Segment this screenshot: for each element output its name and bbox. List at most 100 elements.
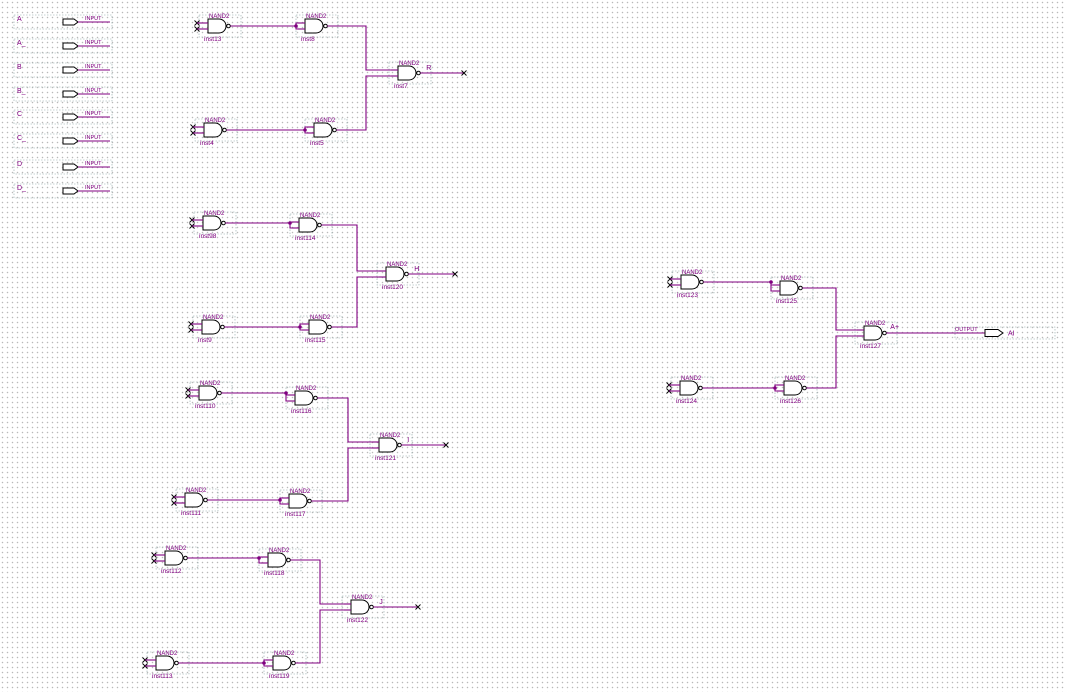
pin-frame xyxy=(13,38,113,54)
nand-body-icon xyxy=(779,280,799,296)
instance-label: inst124 xyxy=(676,398,697,405)
wire xyxy=(224,323,302,328)
junction-dot xyxy=(769,280,773,284)
instance-label: inst110 xyxy=(195,403,216,410)
nand-gate-inst122[interactable]: NAND2 inst122 xyxy=(341,595,385,624)
input-pin-icon xyxy=(62,66,79,74)
gate-frame xyxy=(193,211,237,235)
inversion-bubble-icon xyxy=(369,604,374,610)
pin-frame xyxy=(954,326,1056,340)
gate-frame xyxy=(369,433,413,457)
nand-body-icon xyxy=(272,655,292,671)
gate-frame xyxy=(376,262,420,286)
gate-type-label: NAND2 xyxy=(865,321,886,327)
wire xyxy=(178,659,266,664)
gate-type-label: NAND2 xyxy=(352,595,373,601)
wire xyxy=(230,22,298,27)
input-pin-icon xyxy=(62,42,79,50)
output-label: A+ xyxy=(890,324,899,331)
inversion-bubble-icon xyxy=(882,330,887,336)
gate-type-label: NAND2 xyxy=(209,14,230,20)
pin-frame xyxy=(13,133,113,149)
nand-gate-inst124[interactable]: NAND2 inst124 xyxy=(670,376,714,405)
input-pin-name: D_ xyxy=(17,185,26,192)
instance-label: inst121 xyxy=(375,455,396,462)
wire xyxy=(327,25,391,71)
output-label: I xyxy=(407,437,409,444)
input-pin-name: A xyxy=(17,16,22,23)
instance-label: inst119 xyxy=(269,673,290,680)
instance-label: inst5 xyxy=(310,140,324,147)
pin-frame xyxy=(13,14,113,30)
wire xyxy=(285,395,288,402)
inversion-bubble-icon xyxy=(698,385,703,391)
instance-label: inst127 xyxy=(860,343,881,350)
gate-type-label: NAND2 xyxy=(310,315,331,321)
instance-label: inst111 xyxy=(181,510,201,517)
nand-body-icon xyxy=(294,390,314,406)
instance-label: inst13 xyxy=(204,36,222,43)
inversion-bubble-icon xyxy=(798,285,803,291)
nand-body-icon xyxy=(202,215,222,231)
gate-type-label: NAND2 xyxy=(204,211,225,217)
pin-type-label: INPUT xyxy=(85,64,102,70)
junction-dot xyxy=(294,24,298,28)
nand-gate-inst127[interactable]: NAND2 inst127 xyxy=(854,321,898,350)
nand-body-icon xyxy=(203,122,223,138)
inversion-bubble-icon xyxy=(221,220,226,226)
junction-dot xyxy=(298,325,302,329)
nand-body-icon xyxy=(679,380,699,396)
gate-frame xyxy=(189,381,233,405)
gate-type-label: NAND2 xyxy=(681,376,702,382)
inversion-bubble-icon xyxy=(323,23,328,29)
inversion-bubble-icon xyxy=(307,498,312,504)
pin-frame xyxy=(13,183,113,199)
instance-label: inst9 xyxy=(198,337,212,344)
wire xyxy=(317,397,372,443)
junction-dot xyxy=(262,661,266,665)
instance-label: inst122 xyxy=(347,617,368,624)
nand-gate-inst13[interactable]: NAND2 inst13 xyxy=(198,14,242,43)
wire xyxy=(802,287,857,331)
instance-label: inst7 xyxy=(394,83,408,90)
inversion-bubble-icon xyxy=(332,127,337,133)
unconnected-icon xyxy=(443,442,449,448)
instance-label: inst114 xyxy=(295,235,316,242)
nand-gate-inst119[interactable]: NAND2 inst119 xyxy=(263,651,307,680)
nand-body-icon xyxy=(783,380,803,396)
gate-type-label: NAND2 xyxy=(274,651,295,657)
nand-body-icon xyxy=(397,65,417,81)
gate-type-label: NAND2 xyxy=(166,546,187,552)
inversion-bubble-icon xyxy=(404,271,409,277)
